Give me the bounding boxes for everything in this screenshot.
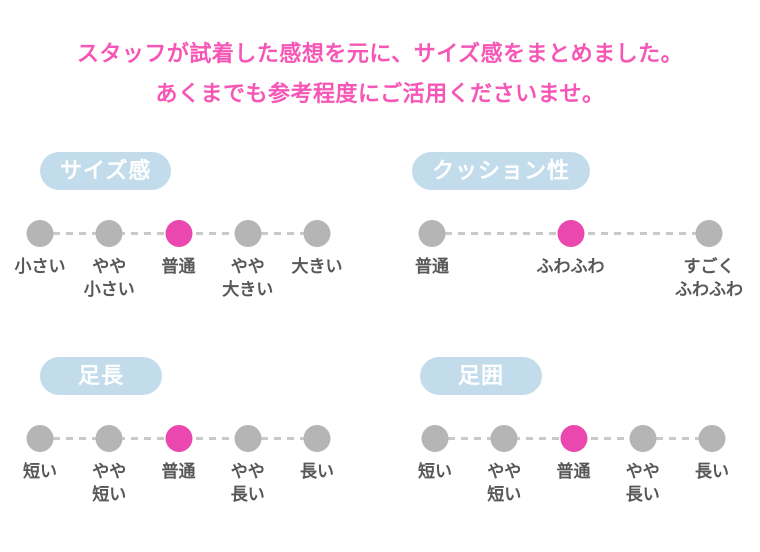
scale-dot-selected bbox=[557, 220, 584, 247]
scale-dot-selected bbox=[165, 425, 192, 452]
intro-text: スタッフが試着した感想を元に、サイズ感をまとめました。 あくまでも参考程度にご活… bbox=[0, 34, 760, 114]
scale-dot bbox=[629, 425, 657, 452]
scale-dot-selected bbox=[560, 425, 587, 452]
scale-dot bbox=[695, 220, 723, 247]
scale-dot bbox=[490, 425, 518, 452]
scale-title-badge-cushioning: クッション性 bbox=[412, 152, 591, 190]
scale-dot bbox=[234, 220, 262, 247]
intro-line-2: あくまでも参考程度にご活用くださいませ。 bbox=[155, 81, 605, 106]
scale-label: やや 長い bbox=[230, 462, 265, 504]
scale-label: 短い bbox=[418, 462, 452, 481]
scale-label: やや 長い bbox=[625, 462, 660, 504]
scale-title-badge-foot-length: 足長 bbox=[40, 357, 162, 395]
scale-label: やや 小さい bbox=[83, 257, 135, 299]
scale-label: すごく ふわふわ bbox=[675, 257, 743, 299]
scale-dot bbox=[234, 425, 262, 452]
scale-label: ふわふわ bbox=[536, 257, 605, 276]
scale-dot bbox=[26, 425, 54, 452]
scale-dot bbox=[303, 220, 331, 247]
scale-labels: 短い やや 短い 普通 やや 長い 長い bbox=[418, 461, 729, 523]
scale-title-badge-foot-girth: 足囲 bbox=[420, 357, 542, 395]
scale-label: 短い bbox=[23, 462, 57, 481]
scale-label: 普通 bbox=[415, 257, 449, 276]
scale-dot bbox=[421, 425, 449, 452]
scale-labels: 小さいやや 小さい 普通 やや 大きい大きい bbox=[15, 256, 343, 318]
scale-track bbox=[421, 425, 726, 452]
scale-track bbox=[26, 220, 331, 247]
scale-label: 大きい bbox=[291, 257, 343, 276]
intro-line-1: スタッフが試着した感想を元に、サイズ感をまとめました。 bbox=[76, 41, 684, 66]
scale-size-feel: サイズ感小さいやや 小さい 普通 やや 大きい大きい bbox=[15, 150, 385, 318]
scale-foot-girth: 足囲短い やや 短い 普通 やや 長い 長い bbox=[415, 355, 760, 523]
scale-label: やや 短い bbox=[487, 462, 522, 504]
scale-cushioning: クッション性普通 ふわふわ すごく ふわふわ bbox=[412, 150, 760, 318]
scale-labels: 短い やや 短い 普通 やや 長い 長い bbox=[23, 461, 334, 523]
scale-track bbox=[26, 425, 331, 452]
scale-title-badge-size-feel: サイズ感 bbox=[40, 152, 172, 190]
scale-label: 普通 bbox=[556, 462, 591, 481]
scale-label: 長い bbox=[300, 462, 334, 481]
scale-track bbox=[418, 220, 723, 247]
scale-label: やや 短い bbox=[92, 462, 127, 504]
scale-dot bbox=[418, 220, 446, 247]
scale-labels: 普通 ふわふわ すごく ふわふわ bbox=[415, 256, 743, 318]
scale-label: 長い bbox=[695, 462, 729, 481]
scale-label: 小さい bbox=[14, 257, 66, 276]
scale-label: 普通 bbox=[161, 257, 196, 276]
scale-dot bbox=[303, 425, 331, 452]
scale-dot-selected bbox=[165, 220, 192, 247]
scale-dot bbox=[95, 220, 123, 247]
scale-dot bbox=[95, 425, 123, 452]
scale-dot bbox=[698, 425, 726, 452]
scale-dot bbox=[26, 220, 54, 247]
scale-label: 普通 bbox=[161, 462, 196, 481]
scale-foot-length: 足長短い やや 短い 普通 やや 長い 長い bbox=[20, 355, 385, 523]
scale-label: やや 大きい bbox=[222, 257, 274, 299]
